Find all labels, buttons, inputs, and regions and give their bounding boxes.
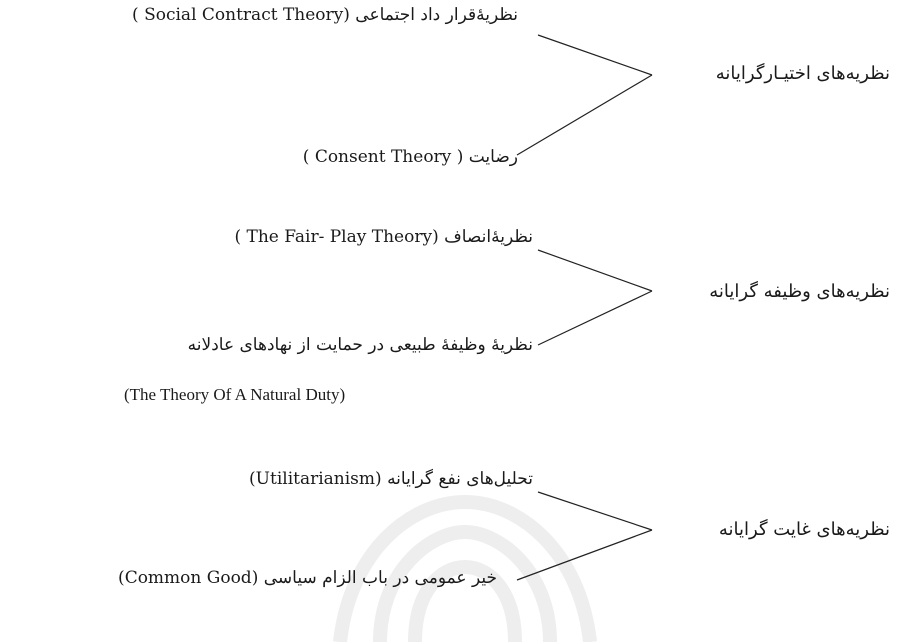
connector-group-1-upper (537, 34, 653, 76)
item-social-contract-theory: نظریۀقرار داد اجتماعی (Social Contract T… (132, 5, 518, 25)
connector-group-1-lower (516, 74, 653, 156)
category-label-duty-based: نظریه‌های وظیفه گرایانه (709, 281, 890, 302)
item-fair-play-theory: نظریۀانصاف (The Fair- Play Theory ) (234, 227, 533, 247)
connector-group-3-upper (537, 491, 653, 531)
category-label-teleological: نظریه‌های غایت گرایانه (718, 519, 890, 540)
connector-group-2-upper (537, 249, 653, 292)
item-natural-duty-theory: نظریۀ وظیفۀ طبیعی در حمایت از نهادهای عا… (187, 335, 533, 355)
item-utilitarianism: تحلیل‌های نفع گرایانه (Utilitarianism) (249, 469, 533, 489)
category-label-voluntarist: نظریه‌های اختیـارگرایانه (715, 63, 890, 84)
ornamental-rosette-watermark-icon (333, 494, 597, 642)
item-natural-duty-subtitle: (The Theory Of A Natural Duty) (124, 385, 346, 404)
item-common-good: خیر عمومی در باب الزام سیاسی (Common Goo… (118, 568, 497, 588)
connector-group-2-lower (537, 290, 653, 346)
connector-group-3-lower (516, 529, 653, 581)
item-consent-theory: رضایت ( Consent Theory ) (302, 147, 518, 167)
